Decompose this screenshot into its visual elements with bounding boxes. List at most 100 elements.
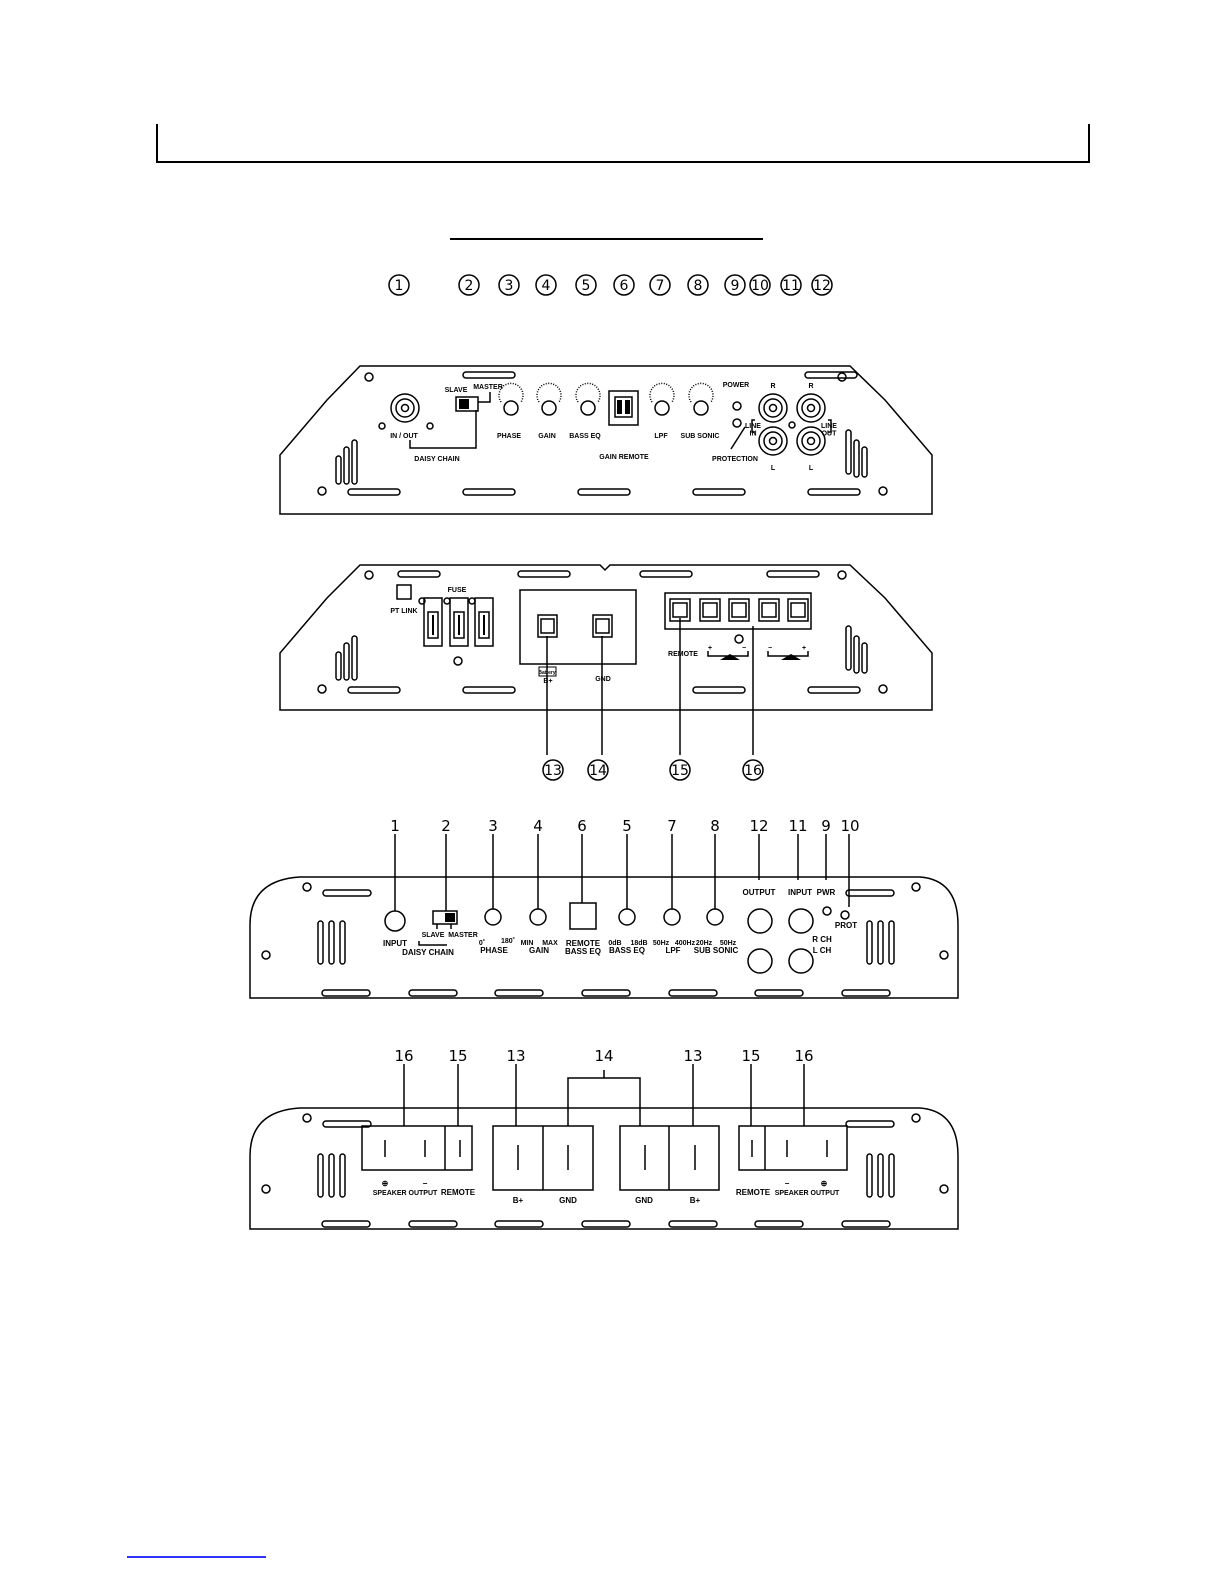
label-fuse: FUSE (448, 587, 467, 594)
callout-12: 12 (813, 278, 831, 294)
panel-3-front-diagram: 1 2 3 4 6 5 7 8 12 11 9 10 INPUT SLAVE M… (249, 817, 959, 999)
label-slave: SLAVE (445, 387, 468, 394)
label-minus-1: − (742, 645, 746, 652)
label-remote: REMOTE (668, 651, 698, 658)
panel-2-outline (279, 564, 933, 711)
label-b-plus: B+ (543, 678, 552, 685)
callout-num-16-left: 16 (394, 1047, 413, 1065)
label-output: OUTPUT (743, 888, 776, 897)
callout-num-1: 1 (390, 817, 400, 835)
label-l-ch: L CH (813, 946, 832, 955)
label-gain-max: MAX (542, 940, 558, 947)
panel-1-outline (279, 365, 933, 515)
label-gain-min: MIN (521, 940, 534, 947)
label-ss-50: 50Hz (720, 940, 737, 947)
label-r-out: R (808, 383, 813, 390)
label-gnd-left: GND (559, 1196, 577, 1205)
label-daisy-chain: DAISY CHAIN (402, 948, 454, 957)
panel-4-outline (249, 1107, 959, 1230)
callout-9: 9 (731, 278, 740, 294)
label-plus-left: ⊕ (382, 1179, 389, 1188)
label-phase: PHASE (497, 433, 521, 440)
label-battery: Battery (538, 670, 555, 676)
label-power: POWER (723, 382, 749, 389)
label-daisy-chain: DAISY CHAIN (414, 456, 459, 463)
callout-num-13-left: 13 (506, 1047, 525, 1065)
label-speaker-output-right: SPEAKER OUTPUT (775, 1190, 840, 1197)
label-gain: GAIN (538, 433, 556, 440)
callout-num-11: 11 (788, 817, 807, 835)
callout-4: 4 (542, 278, 551, 294)
label-speaker-output-left: SPEAKER OUTPUT (373, 1190, 438, 1197)
label-pt-link: PT LINK (390, 608, 417, 615)
callout-num-15-left: 15 (448, 1047, 467, 1065)
panel-4-rear-diagram: 16 15 13 14 13 15 16 ⊕ − SPEAKER OUTPUT … (249, 1047, 959, 1230)
callout-14: 14 (589, 763, 607, 779)
callout-15: 15 (671, 763, 689, 779)
label-sub-sonic: SUB SONIC (694, 946, 739, 955)
label-slave: SLAVE (422, 932, 445, 939)
callout-num-16-right: 16 (794, 1047, 813, 1065)
title-underline (450, 238, 763, 240)
label-in-out: IN / OUT (390, 433, 418, 440)
callout-num-6: 6 (577, 817, 587, 835)
label-b-plus-left: B+ (513, 1196, 524, 1205)
label-remote-right: REMOTE (736, 1188, 771, 1197)
label-lpf-50: 50Hz (653, 940, 670, 947)
label-input-r: INPUT (788, 888, 812, 897)
callout-num-14: 14 (594, 1047, 613, 1065)
callout-num-13-right: 13 (683, 1047, 702, 1065)
callout-num-10: 10 (840, 817, 859, 835)
callout-1: 1 (395, 278, 404, 294)
label-bass-eq: BASS EQ (569, 433, 601, 440)
label-plus-2: + (802, 645, 806, 652)
label-l-in: L (771, 465, 776, 472)
label-lpf: LPF (654, 433, 668, 440)
label-r-ch: R CH (812, 935, 832, 944)
callout-13: 13 (544, 763, 562, 779)
panel-3-outline (249, 876, 959, 999)
label-lpf: LPF (665, 946, 680, 955)
label-plus-1: + (708, 645, 712, 652)
panel-1-front-diagram: 1 2 3 4 5 6 7 8 9 10 11 12 IN / OUT DAIS… (279, 274, 933, 515)
label-master: MASTER (448, 932, 478, 939)
callout-num-8: 8 (710, 817, 720, 835)
callout-num-5: 5 (622, 817, 632, 835)
label-minus-right: − (785, 1179, 790, 1188)
label-phase-0: 0˚ (479, 939, 485, 947)
callout-num-3: 3 (488, 817, 498, 835)
footer-link-underline (127, 1556, 266, 1558)
label-ss-20: 20Hz (696, 940, 713, 947)
label-sub-sonic: SUB SONIC (681, 433, 720, 440)
label-lpf-400: 400Hz (675, 940, 696, 947)
callout-num-2: 2 (441, 817, 451, 835)
callout-2: 2 (465, 278, 474, 294)
callout-7: 7 (656, 278, 665, 294)
label-phase-180: 180˚ (501, 937, 515, 945)
callout-3: 3 (505, 278, 514, 294)
label-remote: REMOTE (566, 939, 601, 948)
callout-num-9: 9 (821, 817, 831, 835)
panel-2-rear-diagram: 13 14 15 16 PT LINK FUSE Battery B+ GND … (279, 564, 933, 781)
callout-num-12: 12 (749, 817, 768, 835)
label-phase: PHASE (480, 946, 508, 955)
label-gnd-right: GND (635, 1196, 653, 1205)
callout-6: 6 (620, 278, 629, 294)
callout-11: 11 (782, 278, 800, 294)
label-master: MASTER (473, 384, 503, 391)
callout-10: 10 (751, 278, 769, 294)
label-minus-2: − (768, 645, 772, 652)
label-gnd: GND (595, 676, 611, 683)
callout-5: 5 (582, 278, 591, 294)
label-gain-remote: GAIN REMOTE (599, 454, 649, 461)
label-plus-right: ⊕ (821, 1179, 828, 1188)
label-minus-left: − (423, 1179, 428, 1188)
label-eq-0db: 0dB (608, 940, 621, 947)
callout-num-15-right: 15 (741, 1047, 760, 1065)
label-remote-bass-eq: BASS EQ (565, 947, 601, 956)
label-gain: GAIN (529, 946, 549, 955)
label-bass-eq: BASS EQ (609, 946, 645, 955)
label-eq-18db: 18dB (630, 940, 647, 947)
